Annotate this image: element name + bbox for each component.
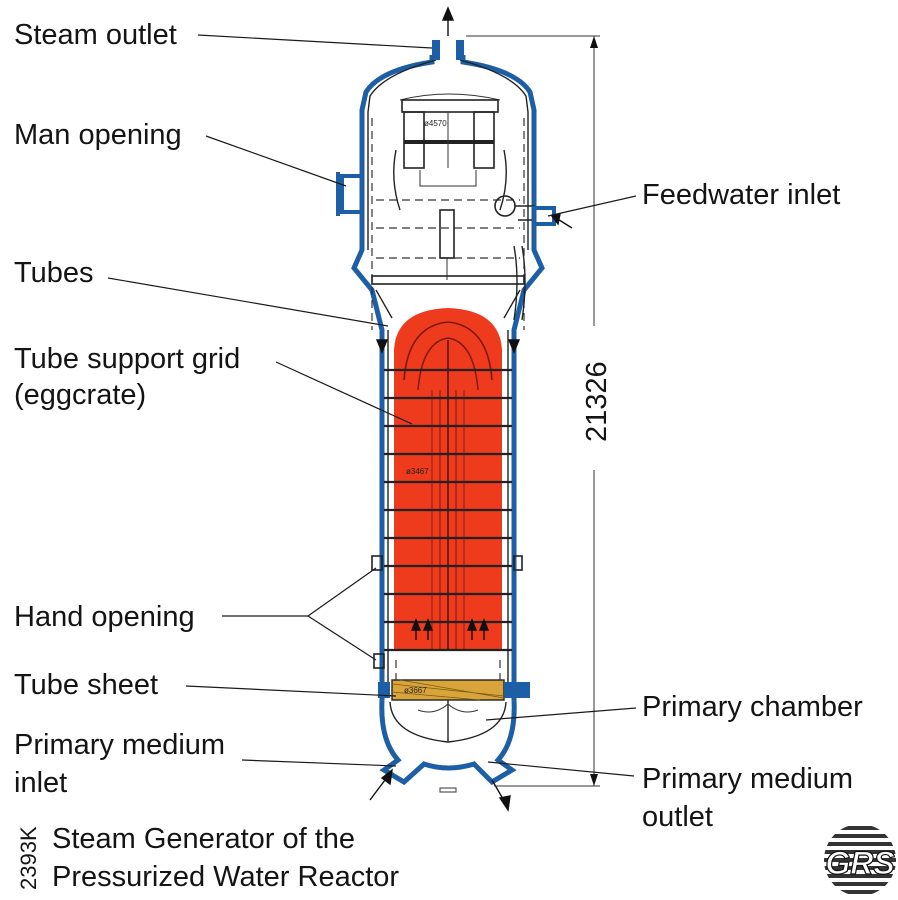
tube-bundle	[394, 308, 502, 650]
logo-text: GRS	[825, 845, 895, 881]
label-primary-medium-inlet-2: inlet	[14, 767, 67, 799]
flow-arrows	[369, 6, 573, 812]
man-opening-nozzle	[336, 172, 364, 216]
label-man-opening: Man opening	[14, 119, 182, 151]
callout-labels: Steam outlet Man opening Feedwater inlet…	[14, 19, 863, 833]
label-primary-chamber: Primary chamber	[642, 691, 863, 723]
label-primary-medium-inlet: Primary medium	[14, 729, 225, 761]
steam-separators	[393, 93, 507, 211]
vessel-shell	[351, 40, 545, 786]
hand-opening-bosses	[371, 555, 523, 669]
label-tubes: Tubes	[14, 257, 94, 289]
label-feedwater-inlet: Feedwater inlet	[642, 179, 840, 211]
dimension-upper-diameter: ø4570	[424, 119, 447, 128]
label-tube-sheet: Tube sheet	[14, 669, 158, 701]
label-primary-medium-outlet-2: outlet	[642, 801, 713, 833]
tube-support-grids	[384, 368, 512, 652]
steam-nozzle-left	[432, 40, 440, 60]
primary-chamber-internals	[395, 660, 501, 793]
label-primary-medium-outlet: Primary medium	[642, 763, 853, 795]
caption-line-2: Pressurized Water Reactor	[52, 861, 399, 893]
label-tube-support-grid: Tube support grid	[14, 343, 240, 375]
label-hand-opening: Hand opening	[14, 601, 195, 633]
grs-logo: GRS	[824, 824, 896, 896]
centre-column	[439, 209, 455, 280]
label-eggcrate: (eggcrate)	[14, 379, 146, 411]
label-steam-outlet: Steam outlet	[14, 19, 177, 51]
steam-nozzle-right	[456, 40, 464, 60]
wrapper-top	[371, 275, 525, 319]
figure-code: 2393K	[16, 826, 41, 890]
dimension-sheet-diameter: ø3667	[404, 686, 427, 695]
caption-line-1: Steam Generator of the	[52, 823, 355, 855]
height-dimension	[466, 35, 600, 787]
dimension-bundle-diameter: ø3467	[406, 467, 429, 476]
tube-sheet	[378, 679, 530, 701]
dimension-overall-height: 21326	[581, 361, 613, 442]
leader-lines	[107, 34, 637, 777]
